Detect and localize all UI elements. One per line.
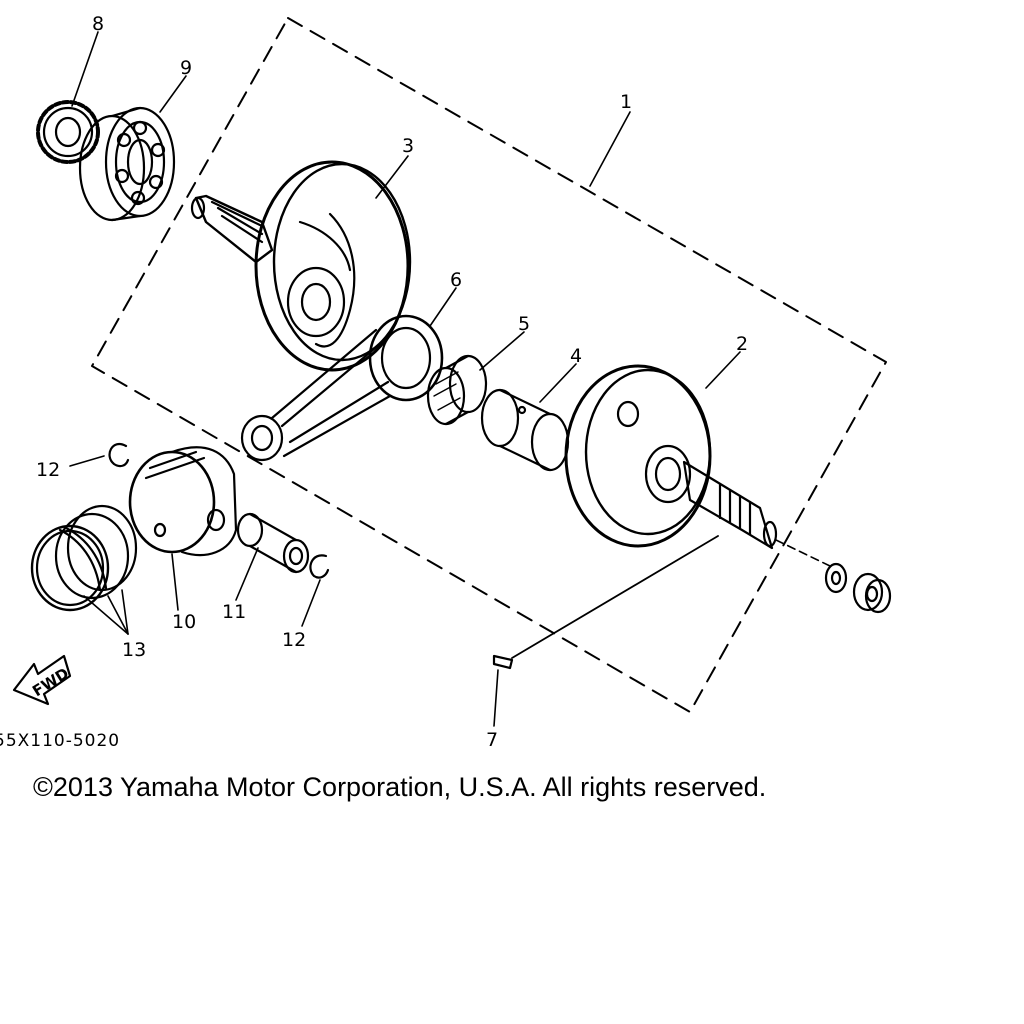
washer[interactable] (824, 562, 848, 594)
callout-9: 9 (180, 57, 192, 79)
shaft-centerline (775, 539, 831, 567)
exploded-parts-diagram: FWD 1 2 3 4 5 6 7 8 9 10 11 12 12 13 55X (0, 13, 892, 751)
callout-3: 3 (402, 135, 414, 157)
callout-4: 4 (570, 345, 582, 367)
part-4-crank-pin[interactable] (480, 388, 570, 472)
part-7-key[interactable] (492, 535, 719, 670)
nut[interactable] (852, 572, 892, 614)
part-3-crank-left[interactable] (190, 160, 412, 372)
part-9-bearing[interactable] (78, 106, 176, 222)
copyright-notice: ©2013 Yamaha Motor Corporation, U.S.A. A… (33, 772, 767, 802)
callout-10: 10 (172, 611, 196, 633)
leader-lines (69, 31, 741, 727)
assembly-boundary (91, 17, 887, 713)
callout-2: 2 (736, 333, 748, 355)
part-12-circlip-upper[interactable] (108, 443, 130, 468)
part-11-piston-pin[interactable] (236, 512, 310, 574)
callout-1: 1 (620, 91, 632, 113)
part-13-piston-rings[interactable] (30, 504, 138, 612)
part-8-sprocket[interactable] (36, 100, 100, 164)
part-10-piston[interactable] (128, 446, 238, 557)
callout-8: 8 (92, 13, 104, 35)
part-code: 55X110-5020 (0, 731, 120, 751)
part-2-crank-right[interactable] (564, 364, 778, 550)
forward-arrow-icon: FWD (12, 654, 72, 706)
callout-13: 13 (122, 639, 146, 661)
callout-12-upper: 12 (36, 459, 60, 481)
part-6-connecting-rod[interactable] (240, 314, 444, 462)
callout-12-lower: 12 (282, 629, 306, 651)
part-5-needle-bearing[interactable] (426, 354, 488, 426)
callout-7: 7 (486, 729, 498, 751)
callout-6: 6 (450, 269, 462, 291)
callout-5: 5 (518, 313, 530, 335)
part-12-circlip-lower[interactable] (309, 554, 330, 579)
callout-11: 11 (222, 601, 246, 623)
